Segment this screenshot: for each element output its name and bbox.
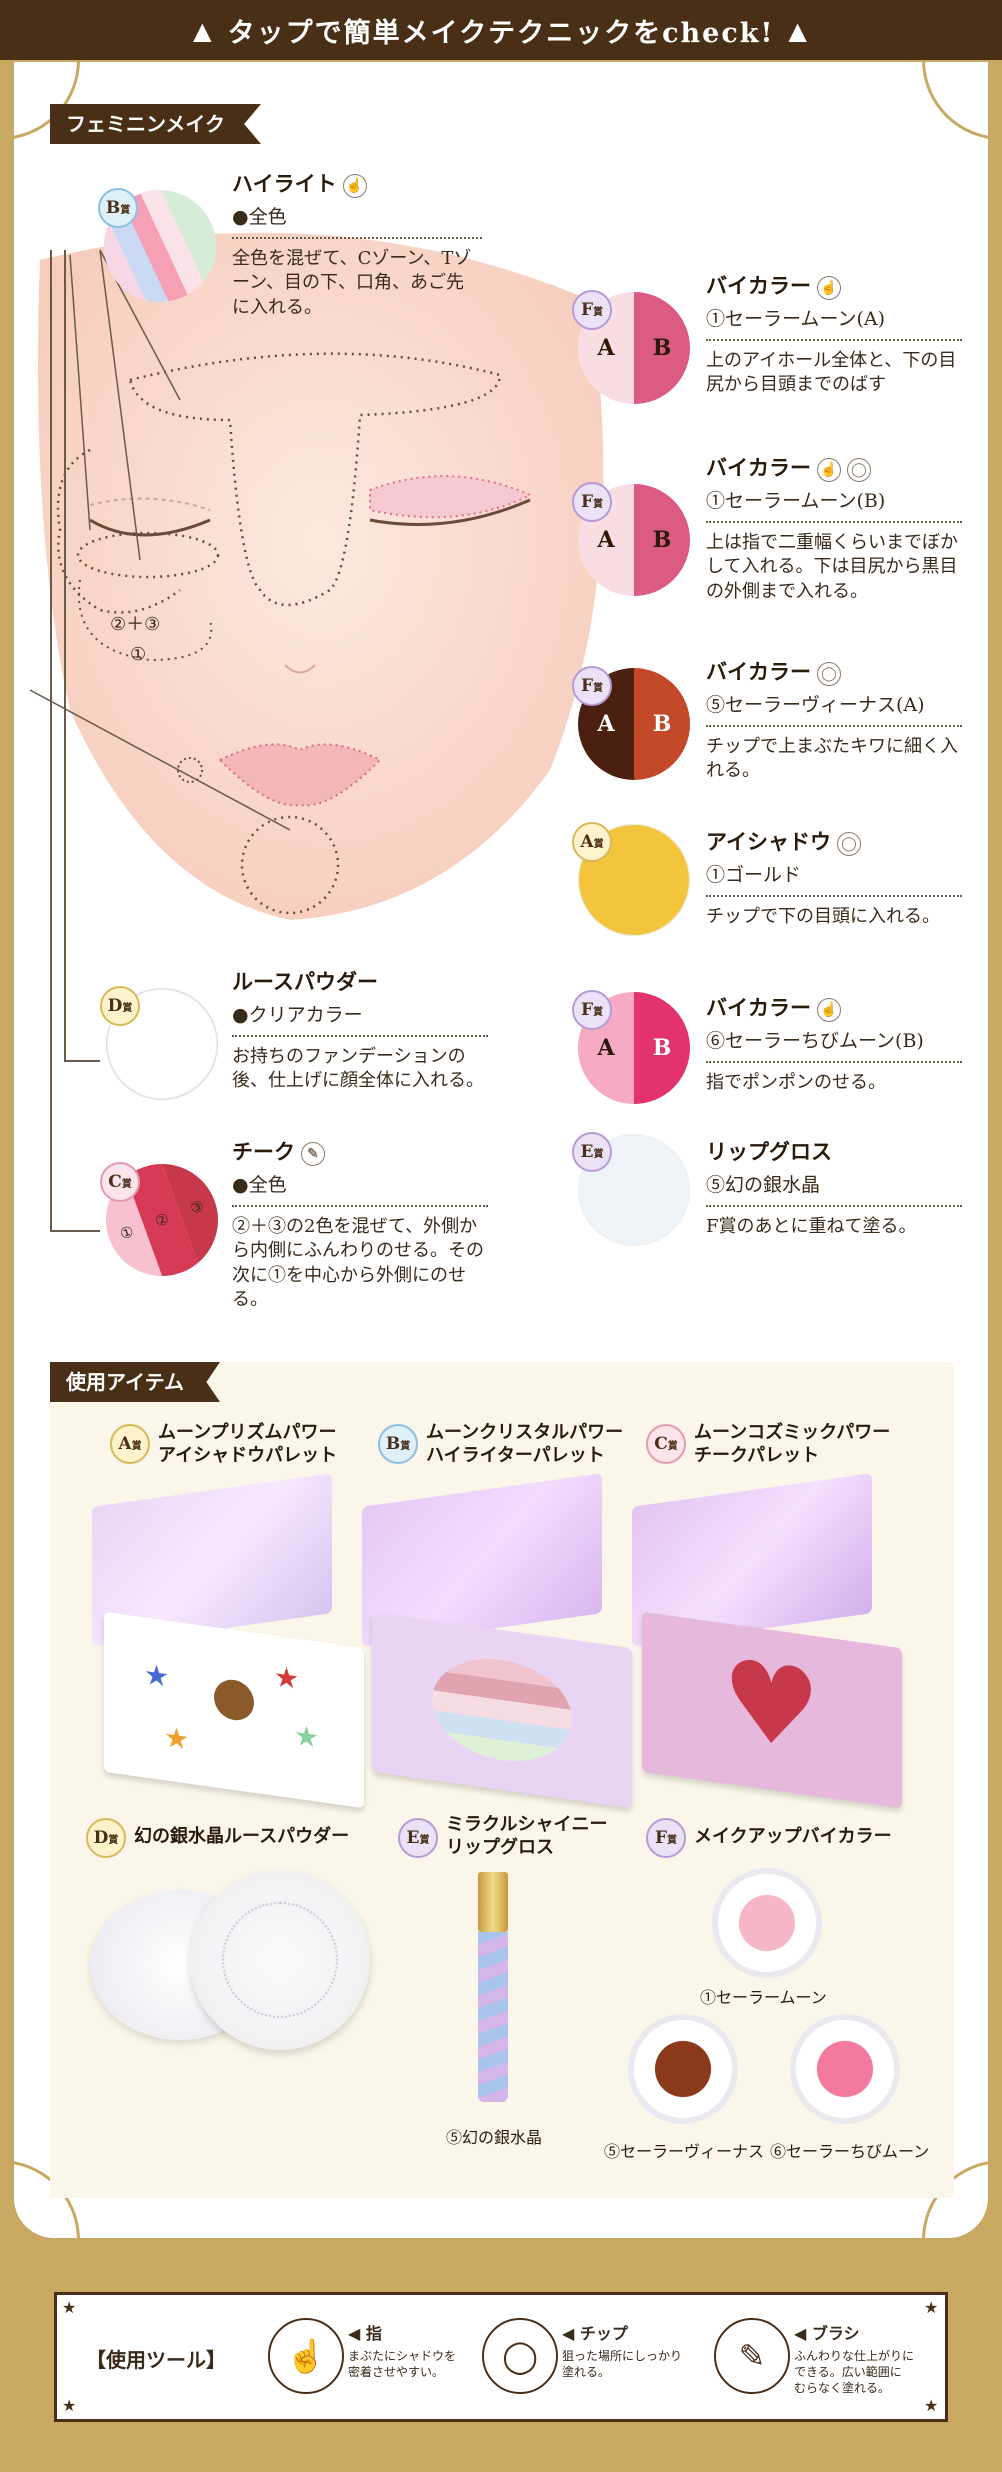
lip-gloss-tube [478,1932,508,2102]
section-tag-makeup: フェミニンメイク [50,104,261,144]
step-bicolor-3: バイカラー◯ ⑤セーラーヴィーナス(A) チップで上まぶたキワに細く入れる。 [706,656,962,784]
face-illustration: ②＋③ ① [30,150,650,920]
star-icon: ★ [924,2396,939,2415]
triangle-up-icon: ▲ [193,15,214,45]
product-title-e[interactable]: ミラクルシャイニーリップグロス [446,1814,608,1858]
connector-line [50,1230,100,1232]
brush-icon: ✎ [714,2318,790,2394]
chip-icon: ◯ [847,457,871,482]
step-lip-gloss: リップグロス ⑤幻の銀水晶 F賞のあとに重ねて塗る。 [706,1136,962,1239]
top-banner[interactable]: ▲ タップで簡単メイクテクニックをcheck! ▲ [0,0,1002,60]
banner-text: タップで簡単メイクテクニックをcheck! [227,17,775,49]
star-icon: ★ [62,2396,77,2415]
heart-icon: ♥ [722,1633,821,1776]
star-icon: ★ [924,2298,939,2317]
star-icon: ★ [62,2298,77,2317]
step-bicolor-4: バイカラー☝ ⑥セーラーちびムーン(B) 指でポンポンのせる。 [706,992,962,1095]
bicolor-compact-venus [628,2014,738,2124]
step-cheek: チーク✎ ●全色 ②＋③の2色を混ぜて、外側から内側にふんわりのせる。その次に①… [232,1136,488,1312]
product-title-a[interactable]: ムーンプリズムパワーアイシャドウパレット [158,1422,338,1466]
tool-finger: ◀ 指 まぶたにシャドウを密着させやすい。 [348,2324,457,2380]
connector-line [50,250,52,1230]
finger-icon: ☝ [342,173,367,198]
connector-line [64,250,66,1060]
finger-icon: ☝ [817,275,841,300]
connector-line [64,1060,100,1062]
step-bicolor-1: バイカラー☝ ①セーラームーン(A) 上のアイホール全体と、下の目尻から目頭まで… [706,270,962,398]
step-bicolor-2: バイカラー☝◯ ①セーラームーン(B) 上は指で二重幅くらいまでぼかして入れる。… [706,452,962,604]
finger-icon: ☝ [817,997,841,1022]
lip-gloss-cap [478,1872,508,1932]
step-powder: ルースパウダー ●クリアカラー お持ちのファンデーションの後、仕上げに顔全体に入… [232,966,488,1094]
chip-icon: ◯ [482,2318,558,2394]
brush-icon: ✎ [301,1141,325,1166]
tool-brush: ◀ ブラシ ふんわりな仕上がりにできる。広い範囲にむらなく塗れる。 [794,2324,915,2396]
section-tag-items: 使用アイテム [50,1362,220,1402]
loose-powder-lid [190,1870,370,2050]
caption-gloss: ⑤幻の銀水晶 [446,2128,543,2147]
tools-label: 【使用ツール】 [86,2348,226,2372]
bicolor-compact-chibi [790,2014,900,2124]
chip-icon: ◯ [817,661,841,686]
face-label-cheek-1: ① [130,644,146,665]
tool-chip: ◀ チップ 狙った場所にしっかり塗れる。 [562,2324,683,2380]
triangle-up-icon: ▲ [788,15,809,45]
caption-bicolor-moon: ①セーラームーン [700,1988,827,2007]
caption-bicolor-chibi: ⑥セーラーちびムーン [770,2142,930,2161]
caption-bicolor-venus: ⑤セーラーヴィーナス [604,2142,765,2161]
product-title-c[interactable]: ムーンコズミックパワーチークパレット [694,1422,891,1466]
chip-icon: ◯ [836,831,861,856]
face-label-cheek-mix: ②＋③ [110,614,160,635]
product-title-d[interactable]: 幻の銀水晶ルースパウダー [134,1826,350,1847]
bicolor-compact-moon [712,1868,822,1978]
product-title-b[interactable]: ムーンクリスタルパワーハイライターパレット [426,1422,624,1466]
finger-icon: ☝ [817,457,841,482]
step-highlight: ハイライト☝ ●全色 全色を混ぜて、Cゾーン、Tゾーン、目の下、口角、あご先に入… [232,168,482,320]
hand-icon: ☝ [268,2318,344,2394]
step-eyeshadow: アイシャドウ◯ ①ゴールド チップで下の目頭に入れる。 [706,826,962,929]
product-title-f[interactable]: メイクアップバイカラー [694,1826,892,1847]
